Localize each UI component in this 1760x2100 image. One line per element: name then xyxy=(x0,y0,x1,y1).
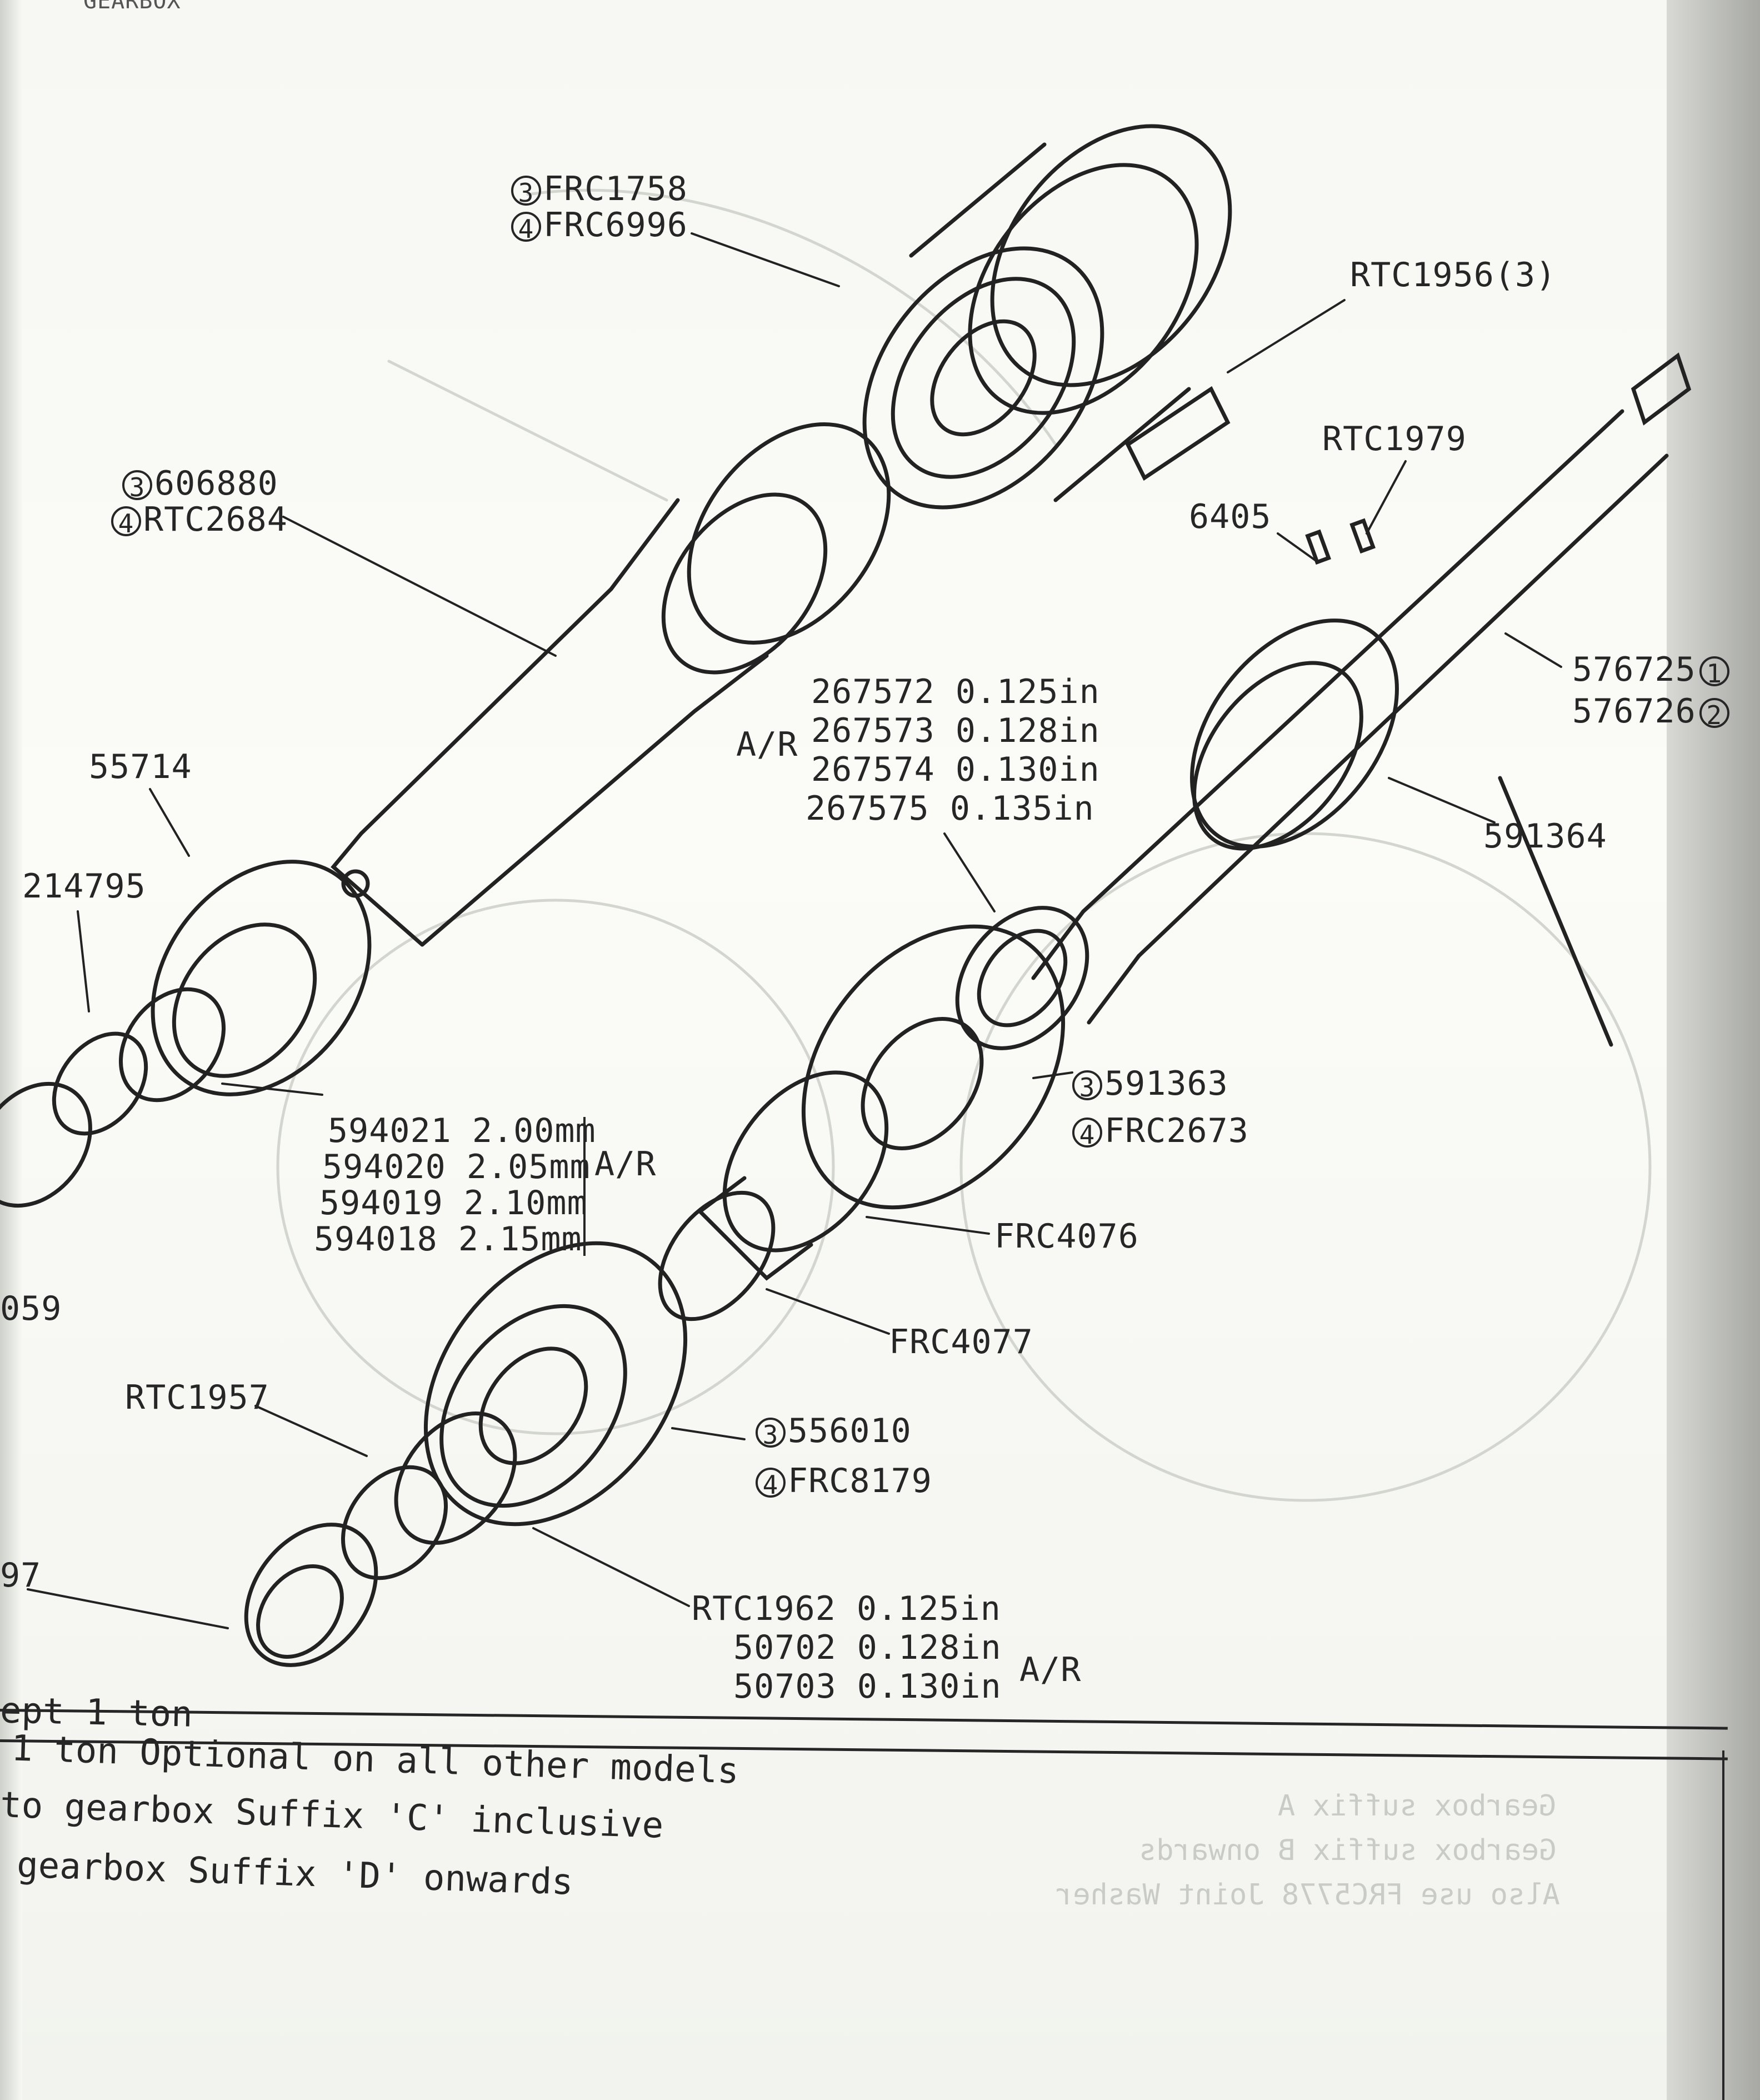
shim-row: 267574 0.130in xyxy=(811,750,1100,789)
shim-row: 267575 0.135in xyxy=(806,789,1094,828)
part-label-214795: 214795 xyxy=(22,867,146,906)
part-number: 576726 xyxy=(1572,692,1696,731)
shim-row: 267572 0.125in xyxy=(811,672,1100,711)
part-number: 591363 xyxy=(1104,1064,1228,1103)
part-label-591364: 591364 xyxy=(1483,817,1607,856)
part-number: RTC2684 xyxy=(143,500,288,539)
as-required-label: A/R xyxy=(736,725,798,764)
gear-591363 xyxy=(801,924,1066,1210)
as-required-label: A/R xyxy=(594,1145,657,1184)
part-label-55714: 55714 xyxy=(89,747,192,786)
shim-row: 267573 0.128in xyxy=(811,711,1100,750)
shim-row: 594019 2.10mm xyxy=(319,1184,588,1223)
part-label-6405: 6405 xyxy=(1189,497,1272,536)
part-number: FRC8179 xyxy=(788,1461,932,1500)
circled-ref: 3 xyxy=(756,1418,786,1450)
circled-ref: 2 xyxy=(1699,698,1729,730)
part-label-frc4077: FRC4077 xyxy=(889,1323,1033,1361)
part-number: FRC2673 xyxy=(1104,1111,1249,1150)
section-title: GEARBOX xyxy=(83,0,181,14)
shim-row: 594020 2.05mm xyxy=(322,1148,591,1186)
shim-row: 594018 2.15mm xyxy=(314,1220,582,1259)
part-label-frc4076: FRC4076 xyxy=(994,1217,1139,1256)
mainshaft xyxy=(1031,352,1692,1047)
input-shaft xyxy=(331,422,891,947)
shim-row: 50703 0.130in xyxy=(733,1667,1002,1706)
part-number: FRC6996 xyxy=(543,206,688,245)
part-number: 606880 xyxy=(154,464,278,503)
part-label-059: 059 xyxy=(0,1289,62,1328)
page-binding-edge xyxy=(0,0,22,2100)
circled-ref: 4 xyxy=(111,506,141,538)
bracket-line xyxy=(583,1117,586,1256)
part-label-rtc1956: RTC1956(3) xyxy=(1350,256,1557,295)
shim-row: 50702 0.128in xyxy=(733,1628,1002,1667)
part-number: 576725 xyxy=(1572,650,1696,689)
circled-ref: 4 xyxy=(1072,1118,1102,1150)
footnote-box-right xyxy=(1722,1750,1724,2100)
circled-ref: 3 xyxy=(511,176,541,208)
circled-ref: 3 xyxy=(1072,1070,1102,1103)
part-label-97: 97 xyxy=(0,1556,42,1595)
part-label-rtc1957: RTC1957 xyxy=(125,1378,269,1417)
circled-ref: 4 xyxy=(756,1468,786,1500)
synchro-hub-assembly xyxy=(862,124,1232,510)
part-number: FRC1758 xyxy=(543,169,688,208)
part-number: 556010 xyxy=(788,1411,912,1450)
shim-row: RTC1962 0.125in xyxy=(692,1589,1001,1628)
circled-ref: 4 xyxy=(511,212,541,244)
bearing-55714 xyxy=(151,860,372,1096)
gear-556010 xyxy=(423,1241,688,1527)
footnote-line: ept 1 ton xyxy=(0,1690,193,1735)
as-required-label: A/R xyxy=(1019,1650,1082,1689)
circled-ref: 1 xyxy=(1699,656,1729,689)
circled-ref: 3 xyxy=(122,470,152,502)
part-label-rtc1979: RTC1979 xyxy=(1322,420,1467,458)
next-page-edge xyxy=(1667,0,1760,2100)
shim-row: 594021 2.00mm xyxy=(328,1111,596,1150)
